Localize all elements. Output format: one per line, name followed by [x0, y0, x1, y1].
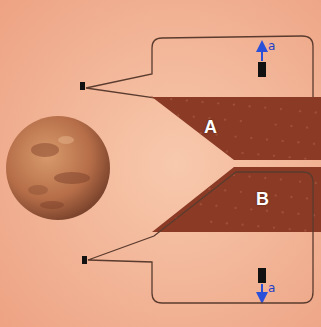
- surface-texture: [306, 126, 308, 128]
- surface-texture: [226, 222, 228, 224]
- surface-texture: [240, 120, 242, 122]
- satellite-top: [80, 82, 85, 90]
- surface-texture: [234, 135, 236, 137]
- surface-texture: [210, 221, 212, 223]
- acceleration-arrow: [261, 284, 263, 298]
- surface-texture: [257, 153, 259, 155]
- surface-texture: [170, 98, 172, 100]
- surface-texture: [264, 106, 266, 108]
- surface-texture: [233, 104, 235, 106]
- zoomed-body-bottom: [258, 268, 266, 283]
- surface-texture: [299, 180, 301, 182]
- surface-texture: [288, 228, 290, 230]
- surface-texture: [273, 155, 275, 157]
- surface-texture: [280, 178, 282, 180]
- surface-texture: [264, 177, 266, 179]
- surface-texture: [250, 137, 252, 139]
- surface-texture: [273, 226, 275, 228]
- surface-texture: [275, 194, 277, 196]
- surface-band-outline: [152, 167, 321, 232]
- surface-texture: [304, 157, 306, 159]
- surface-texture: [234, 207, 236, 209]
- surface-texture: [304, 229, 306, 231]
- surface-texture: [224, 189, 226, 191]
- surface-texture: [281, 140, 283, 142]
- surface-texture: [193, 116, 195, 118]
- callout-bubble: a: [80, 170, 316, 306]
- surface-texture: [266, 210, 268, 212]
- surface-texture: [306, 197, 308, 199]
- surface-texture: [215, 205, 217, 207]
- callout-bubble-shape: [88, 172, 313, 303]
- surface-band-shape: [152, 167, 321, 232]
- surface-texture: [299, 110, 301, 112]
- surface-texture: [297, 141, 299, 143]
- surface-texture: [200, 203, 202, 205]
- surface-texture: [186, 99, 188, 101]
- surface-texture: [224, 118, 226, 120]
- surface-texture: [250, 208, 252, 210]
- surface-texture: [177, 114, 179, 116]
- surface-band-shape: [152, 97, 321, 160]
- surface-texture: [266, 138, 268, 140]
- surface-texture: [217, 102, 219, 104]
- acceleration-label: a: [268, 282, 275, 294]
- surface-texture: [288, 156, 290, 158]
- surface-band: B: [152, 167, 321, 232]
- zoomed-body-top: [258, 62, 266, 77]
- surface-texture: [290, 196, 292, 198]
- surface-texture: [201, 101, 203, 103]
- surface-texture: [315, 182, 317, 184]
- surface-texture: [248, 105, 250, 107]
- surface-band-outline: [152, 97, 321, 160]
- band-label: A: [204, 118, 217, 136]
- surface-texture: [257, 225, 259, 227]
- surface-texture: [226, 150, 228, 152]
- band-label: B: [256, 190, 269, 208]
- acceleration-label: a: [268, 40, 275, 52]
- surface-texture: [290, 125, 292, 127]
- acceleration-arrow: [261, 46, 263, 61]
- surface-texture: [275, 123, 277, 125]
- surface-texture: [297, 213, 299, 215]
- surface-texture: [280, 108, 282, 110]
- satellite-bottom: [82, 256, 87, 264]
- surface-texture: [241, 152, 243, 154]
- surface-texture: [200, 132, 202, 134]
- surface-texture: [241, 223, 243, 225]
- surface-texture: [240, 191, 242, 193]
- surface-texture: [281, 211, 283, 213]
- surface-texture: [151, 96, 153, 98]
- surface-band: A: [152, 97, 321, 160]
- surface-texture: [313, 143, 315, 145]
- surface-texture: [208, 188, 210, 190]
- surface-texture: [248, 175, 250, 177]
- mars-planet: [6, 116, 110, 220]
- surface-texture: [315, 111, 317, 113]
- callout-bubble-outline: [80, 170, 316, 306]
